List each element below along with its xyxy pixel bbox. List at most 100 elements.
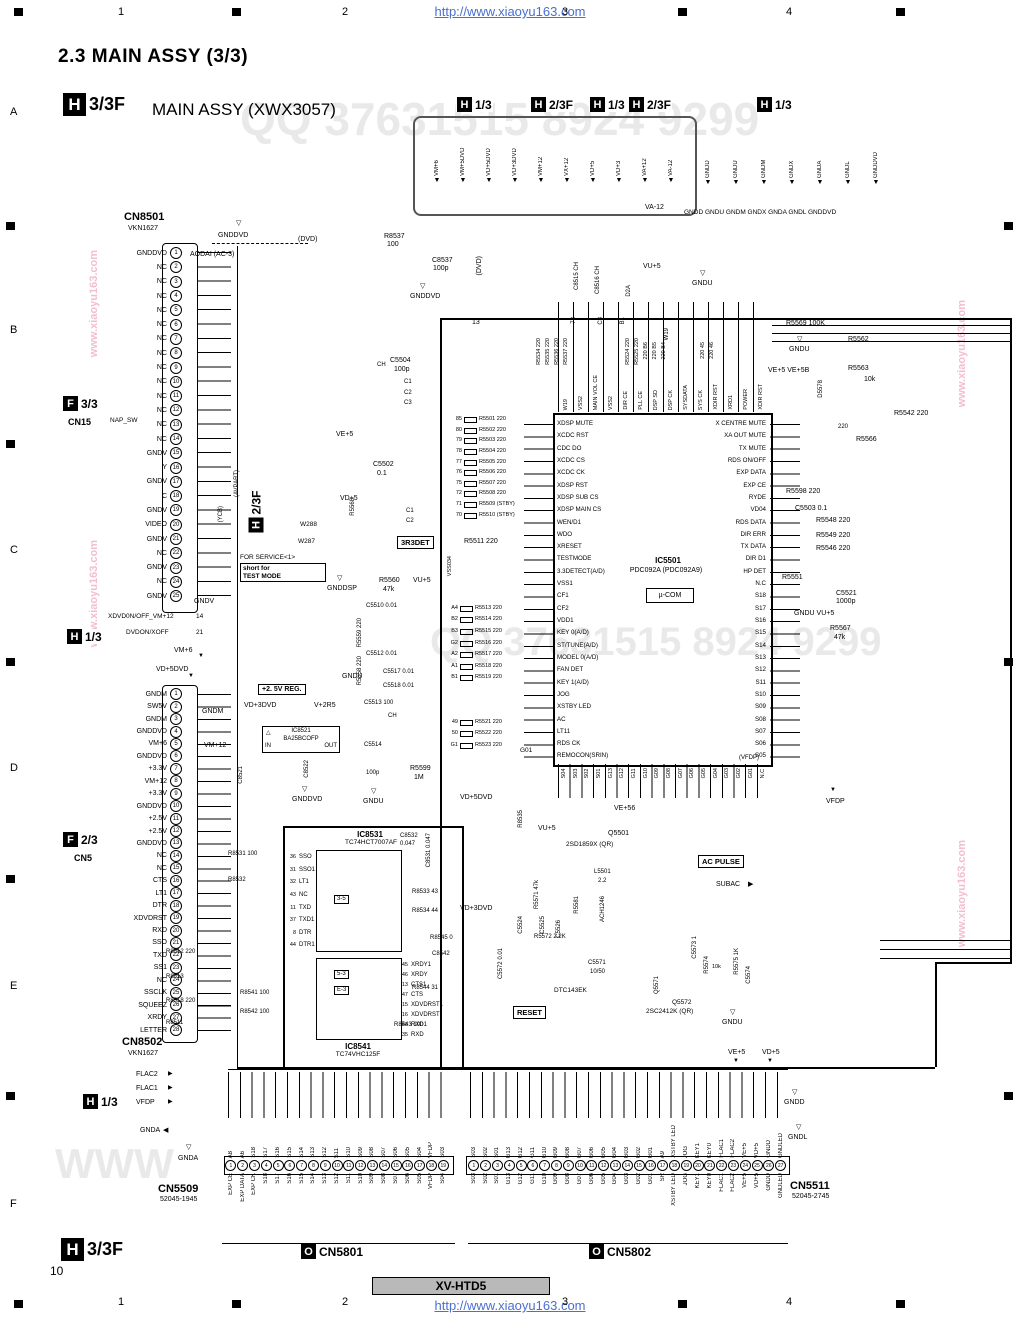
resistor-row: 70 R5510 (STBY) — [450, 509, 515, 520]
gate-pin-row: 35 RXD — [398, 1030, 443, 1040]
pin-label: VFDP — [428, 1173, 435, 1190]
frame-tick — [14, 1300, 23, 1308]
resistor-label: R5518 220 — [475, 662, 502, 669]
pin-number: 13 — [170, 837, 182, 850]
pin-label-below: S13 — [322, 1173, 328, 1237]
component-label: VFDP — [136, 1099, 155, 1106]
pin-number: 12 — [598, 1160, 610, 1171]
badge-letter-icon: H — [67, 629, 82, 644]
resistor-label: R5523 220 — [475, 741, 502, 748]
arrow-down-icon: ▼ — [760, 179, 768, 186]
pin-label: DTR — [152, 902, 167, 910]
gate-pin-row: 47 CTS — [398, 990, 443, 1000]
component-label: 47k — [383, 586, 395, 593]
component-label: D2A — [626, 285, 632, 297]
pin-label: S14 — [310, 1173, 317, 1184]
component-label: 1M — [414, 774, 424, 781]
resistor-row: A4 R5513 220 — [446, 602, 502, 614]
connector-column: S07 14 S08 — [378, 1118, 390, 1237]
component-label: R8542 100 — [240, 1009, 270, 1015]
component-label: R8512 220 — [166, 949, 196, 955]
pin-label: SQUEEZ — [138, 1001, 167, 1009]
pin-label: Y — [162, 464, 167, 472]
pin-label: G08 — [565, 1146, 572, 1158]
component-label: 10/50 — [590, 969, 606, 975]
pin-number: 71 — [455, 501, 462, 508]
frame-col-label: 1 — [118, 6, 125, 18]
pin-label-below: S02 — [483, 1173, 489, 1237]
pin-label: NC — [299, 892, 308, 899]
pin-label-above: VFDP — [428, 1118, 434, 1158]
resistor-label: R5508 220 — [479, 490, 506, 497]
component-label: Q5501 — [608, 830, 630, 837]
ic-top-pin: XRD1 — [723, 334, 738, 410]
gate-pin-row: 13 CTS1 — [398, 980, 443, 990]
badge-letter-icon: H — [457, 97, 472, 112]
pin-row: LT1 17 — [58, 887, 182, 900]
badge-letter-icon: H — [83, 1094, 98, 1109]
pin-row: NC 12 — [58, 403, 182, 417]
pin-number: 18 — [170, 899, 182, 912]
component-label: R5567 — [830, 625, 851, 632]
resistor-icon — [464, 512, 477, 519]
pin-label-below: G07 — [577, 1173, 583, 1237]
component-label: NAP_SW — [110, 417, 138, 424]
cn8501-pin-list: GNDDVD 1 NC 2 NC 3 NC 4 NC 5 — [58, 246, 182, 603]
component-label: ACH1246 — [600, 896, 606, 923]
connector-column: S02 2 S02 — [480, 1118, 492, 1237]
pin-label-below: FLAC1 — [719, 1173, 725, 1237]
watermark-url-top[interactable]: http://www.xiaoyu163.com — [434, 4, 586, 19]
pin-label-below: S14 — [310, 1173, 316, 1237]
pin-number: 14 — [621, 1160, 633, 1171]
component-label: C5572 0.01 — [498, 948, 504, 980]
pin-label: S05 — [416, 1173, 423, 1184]
watermark-url-bottom[interactable]: http://www.xiaoyu163.com — [434, 1298, 586, 1313]
pin-label: VD+5 — [754, 1173, 761, 1189]
pin-label: G08 — [565, 1173, 572, 1185]
pin-number: 25 — [170, 590, 182, 603]
resistor-row: G1 R5523 220 — [446, 739, 502, 751]
watermark-qq-2: QQ 37631515 8924 9299 — [430, 620, 882, 664]
ic-pin-label: MODEL 0(A/D) — [557, 653, 599, 661]
ic-pin-label: RDS CK — [557, 740, 581, 748]
pin-number: 16 — [170, 461, 182, 474]
component-label: 1000p — [836, 598, 856, 605]
component-label: C8521 — [238, 766, 244, 784]
component-label: R8535 — [518, 810, 524, 828]
resistor-row: A2 R5517 220 — [446, 648, 502, 660]
ic-top-pin: POWER — [738, 334, 753, 410]
pin-label: G11 — [529, 1147, 536, 1158]
component-label: R5546 220 — [816, 545, 851, 552]
pin-label: CTS — [153, 877, 167, 885]
resistor-row: B2 R5514 220 — [446, 614, 502, 626]
wire — [228, 1069, 788, 1070]
ic-pin-label: S02 — [584, 768, 591, 779]
component-label: △ — [266, 730, 271, 736]
pin-label-above: S13 — [310, 1118, 316, 1158]
frame-row-label: C — [10, 544, 18, 556]
ic-pin-label: VSS1 — [557, 580, 573, 588]
pin-number: 9 — [170, 787, 182, 800]
connector-column: VD+5 25 VD+5 — [751, 1118, 763, 1237]
pin-number: 49 — [451, 718, 458, 725]
ic-bottom-pin: G07 — [675, 768, 687, 778]
pin-label-above: GNDD — [766, 1118, 772, 1158]
resistor-row: 85 R5501 220 — [450, 414, 515, 425]
ic-pin-label: S04 — [560, 768, 567, 779]
pin-label-above: G08 — [565, 1118, 571, 1158]
gate-pin-row: 32 LT1 — [286, 876, 315, 889]
pin-row: SS1 23 — [58, 961, 182, 974]
pin-label: KEY1 — [695, 1142, 702, 1158]
pin-label-below: G11 — [530, 1173, 536, 1237]
component-label: R8537 — [384, 233, 405, 240]
pin-label: FLAC1 — [718, 1173, 725, 1192]
pin-label: S09 — [357, 1147, 364, 1158]
pin-label: +3.3V — [148, 790, 168, 798]
ic-pin-label: RDS ON/OFF — [727, 456, 766, 464]
pin-number: 15 — [390, 1160, 402, 1171]
ic-pin-label: S16 — [754, 617, 766, 624]
reg-in-label: IN — [265, 743, 271, 749]
gate-pin-row: 48 RXD1 — [398, 1020, 443, 1030]
badge-label: 2/3F — [549, 97, 574, 112]
